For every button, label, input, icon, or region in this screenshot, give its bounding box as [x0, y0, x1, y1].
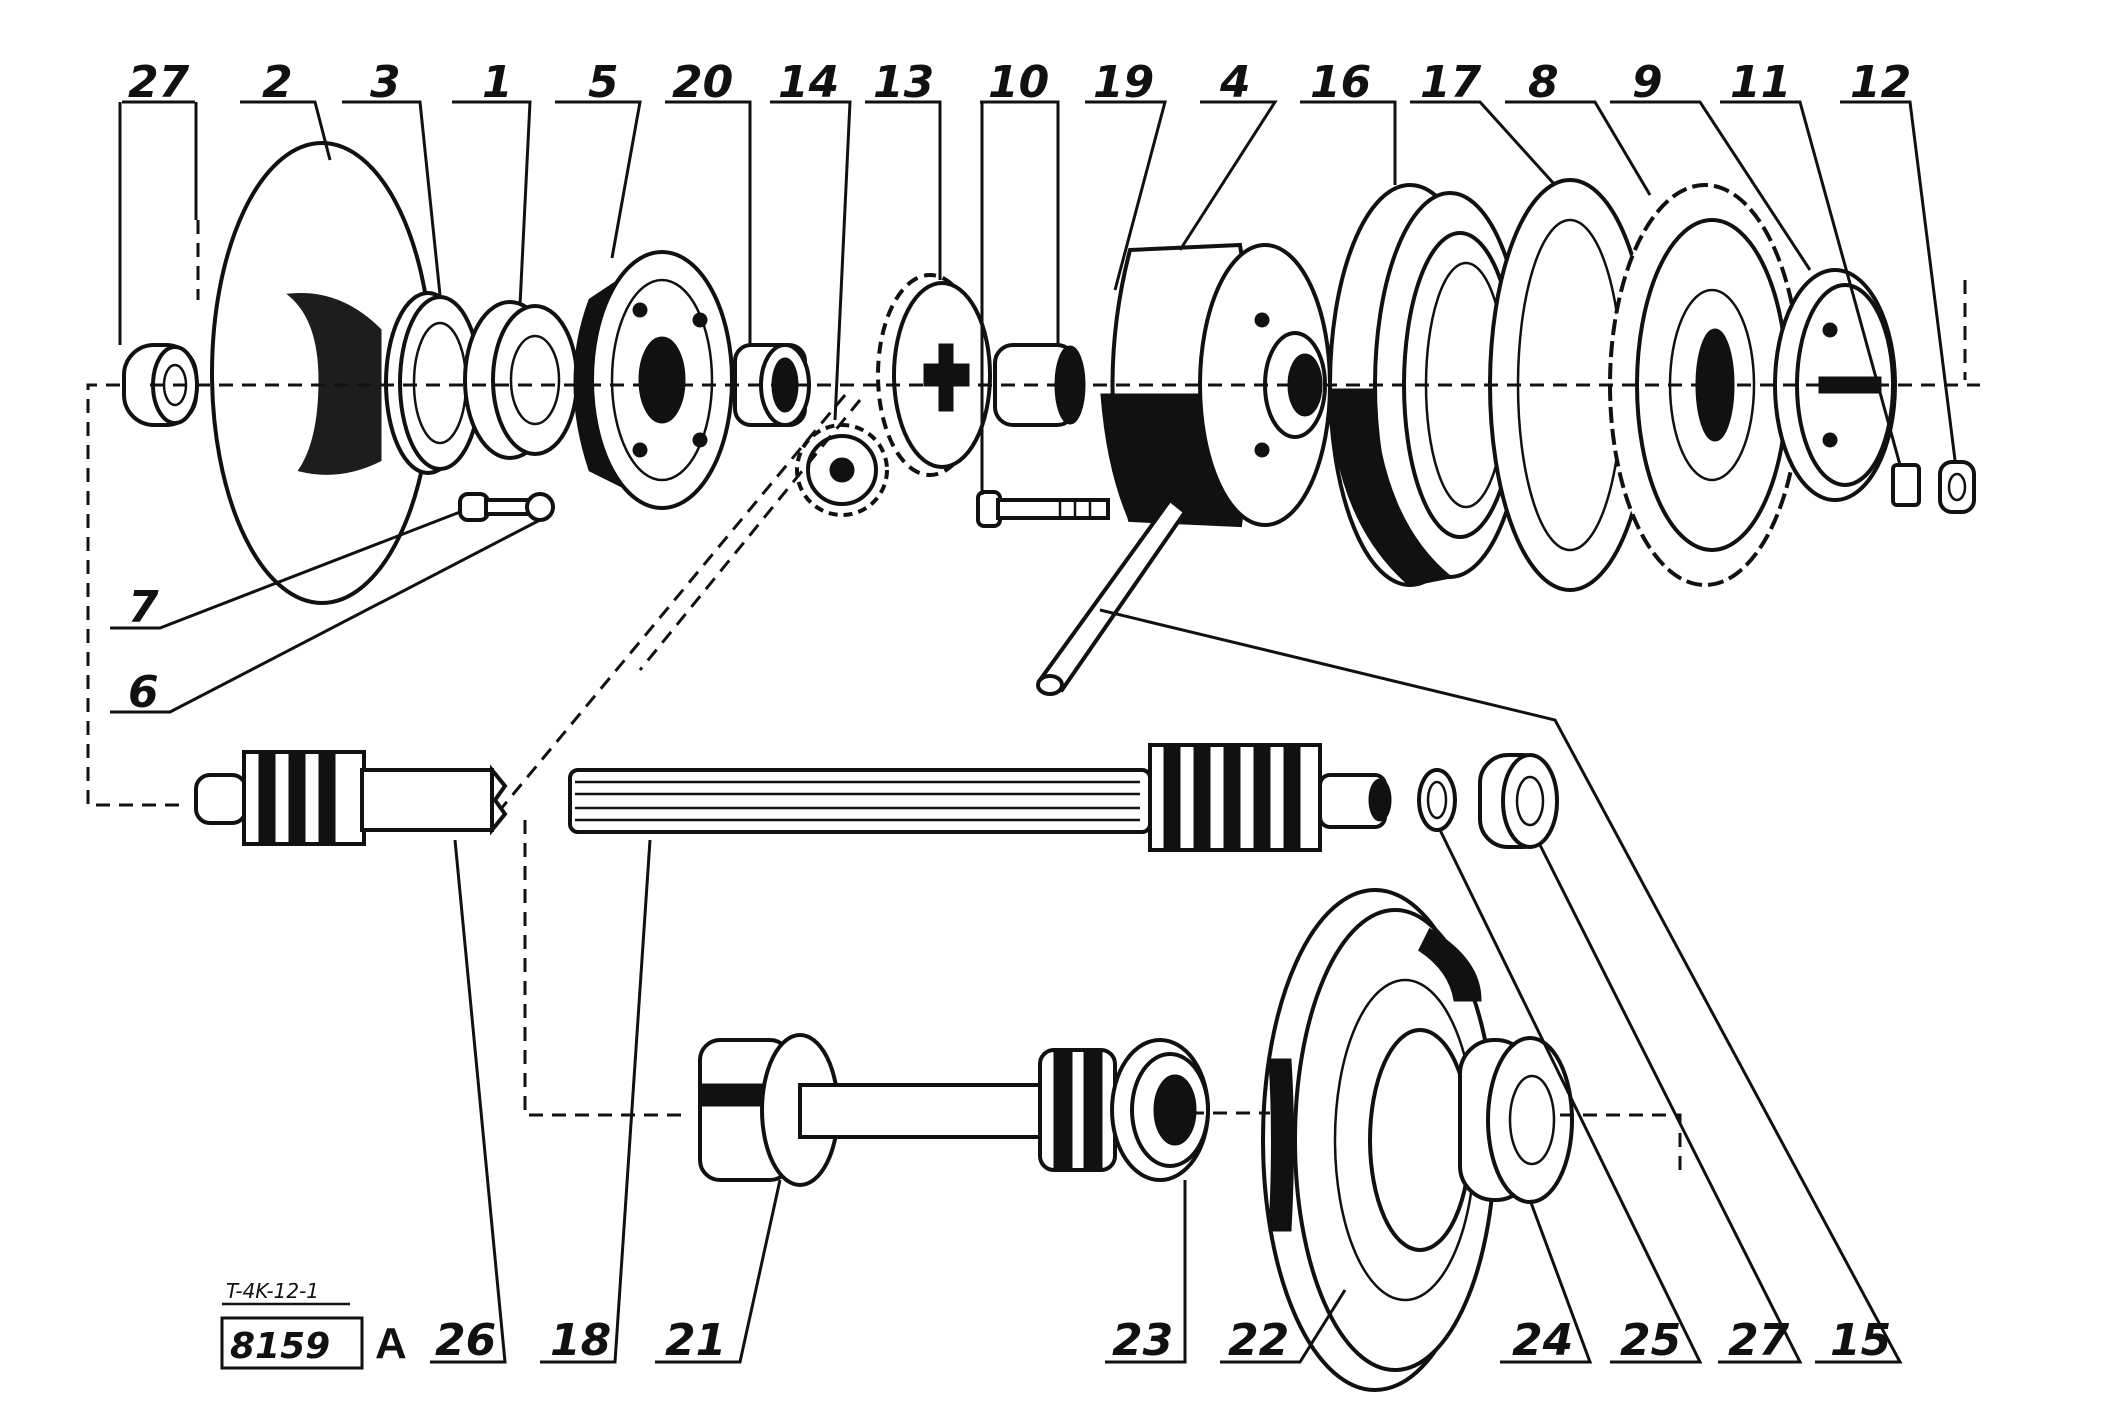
drawing-ref-text: T-4K-12-1: [226, 1279, 319, 1303]
part-14-small-sprocket: [795, 423, 889, 517]
label-21: 21: [665, 1315, 726, 1366]
part-2-disc: [210, 141, 434, 605]
label-5: 5: [588, 57, 619, 108]
drawing-reference: T-4K-12-1 8159 A: [220, 1279, 407, 1370]
label-20: 20: [672, 57, 733, 108]
part-24-bearing: [1458, 1036, 1574, 1204]
part-23-collar: [1110, 1038, 1210, 1182]
label-3: 3: [370, 57, 401, 108]
label-4: 4: [1219, 57, 1251, 108]
assembly-lines: [86, 220, 1980, 1170]
part-18-splined-shaft: [568, 743, 1392, 852]
label-27-top: 27: [128, 57, 190, 108]
label-11: 11: [1730, 57, 1791, 108]
label-25: 25: [1620, 1315, 1681, 1366]
callouts-left: 7 6: [128, 582, 159, 718]
drawing-code: 8159: [230, 1326, 330, 1367]
label-7: 7: [128, 582, 159, 633]
part-12-nut: [1938, 460, 1976, 514]
part-7-6-screw-nut: [458, 492, 555, 522]
label-16: 16: [1310, 57, 1371, 108]
drawing-code-box: [220, 1316, 364, 1370]
part-22-pulley: [1261, 888, 1497, 1392]
part-21-hollow-shaft: [698, 1033, 1117, 1187]
part-26-pinion-shaft: [194, 750, 508, 846]
label-19: 19: [1093, 57, 1154, 108]
label-14: 14: [778, 57, 839, 108]
label-8: 8: [1528, 57, 1559, 108]
label-2: 2: [262, 57, 293, 108]
label-12: 12: [1850, 57, 1911, 108]
leader-lines: [110, 100, 1957, 1364]
label-13: 13: [873, 57, 934, 108]
label-6: 6: [128, 667, 159, 718]
part-13-sprocket: [876, 273, 992, 477]
part-15-rod: [1036, 497, 1188, 696]
label-22: 22: [1228, 1315, 1289, 1366]
label-10: 10: [988, 57, 1049, 108]
part-11-washer: [1891, 463, 1921, 507]
part-10-bolt: [976, 490, 1110, 528]
label-27-bottom: 27: [1728, 1315, 1790, 1366]
part-5-hub-flange: [573, 250, 734, 510]
label-9: 9: [1632, 57, 1663, 108]
label-26: 26: [435, 1315, 496, 1366]
drawing-suffix: A: [375, 1319, 407, 1368]
part-16-large-bearing: [1328, 183, 1527, 587]
label-18: 18: [550, 1315, 611, 1366]
label-23: 23: [1112, 1315, 1173, 1366]
label-17: 17: [1420, 57, 1482, 108]
callouts-bottom: 26 18 21 23 22 24 25 27 15: [435, 1315, 1891, 1366]
callouts-top: 27 2 3 1 5 20 14 13 10 19 4 16 17 8 9 11…: [128, 57, 1911, 108]
label-1: 1: [482, 57, 513, 108]
label-15: 15: [1830, 1315, 1891, 1366]
part-27-bearing-mid: [1478, 753, 1559, 849]
part-25-ring: [1417, 768, 1457, 832]
label-24: 24: [1512, 1315, 1573, 1366]
part-1-bearing: [463, 300, 579, 460]
